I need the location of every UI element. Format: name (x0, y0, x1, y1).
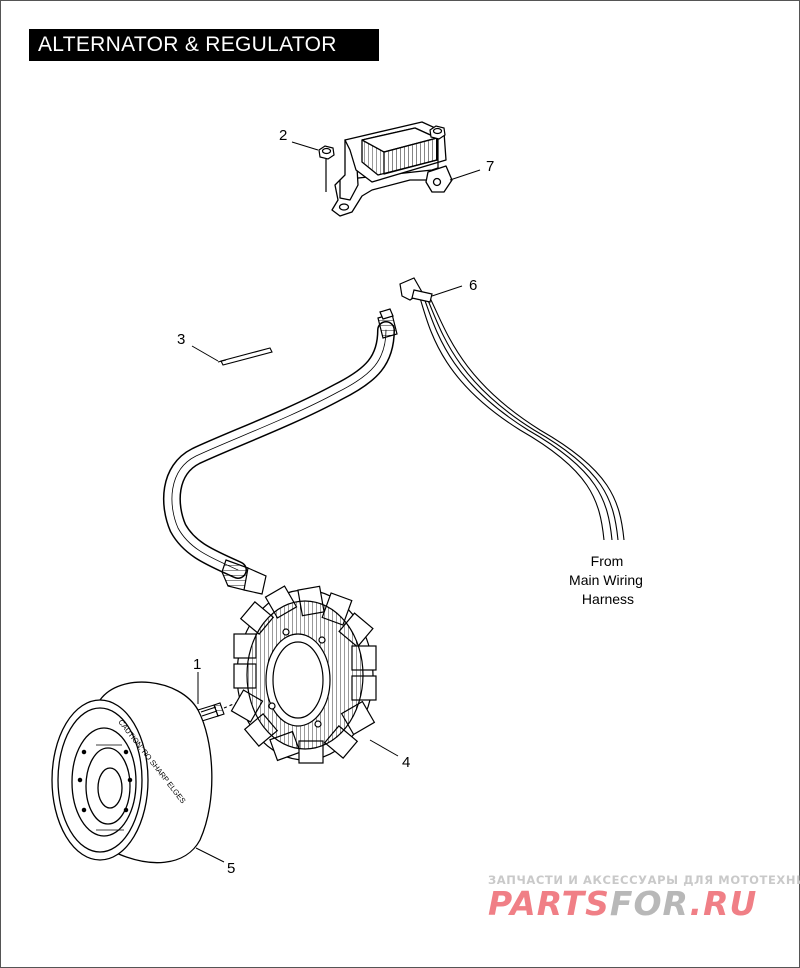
callout-3: 3 (177, 331, 185, 348)
page-title: ALTERNATOR & REGULATOR (29, 29, 379, 61)
nut-left (318, 145, 335, 192)
watermark-brand-c: .RU (689, 884, 758, 923)
harness-note-line2: Main Wiring (569, 572, 643, 588)
stator (230, 585, 377, 764)
cable-grommet (221, 559, 267, 595)
leader-lines (191, 141, 481, 863)
callout-5: 5 (227, 860, 235, 877)
callout-6: 6 (469, 277, 477, 294)
rotor (51, 681, 213, 864)
stator-cable (162, 321, 395, 579)
regulator-connector (399, 277, 433, 303)
voltage-regulator (331, 121, 453, 217)
harness-note-line1: From (591, 553, 624, 569)
callout-7: 7 (486, 158, 494, 175)
callout-4: 4 (402, 754, 410, 771)
callout-2: 2 (279, 127, 287, 144)
watermark-brand-b: FOR (609, 884, 690, 923)
harness-note-line3: Harness (582, 591, 634, 607)
regulator-wiring (419, 297, 625, 541)
nut-right (429, 125, 446, 168)
watermark-logo: PARTSFOR.RU (488, 884, 757, 923)
watermark-brand-a: PARTS (488, 884, 610, 923)
callout-1: 1 (193, 656, 201, 673)
cable-strap (217, 347, 273, 366)
stator-cable-connector (377, 308, 398, 339)
stator-screw (197, 702, 237, 722)
watermark-tagline: ЗАПЧАСТИ И АКСЕССУАРЫ ДЛЯ МОТОТЕХНИКИ (488, 873, 800, 887)
